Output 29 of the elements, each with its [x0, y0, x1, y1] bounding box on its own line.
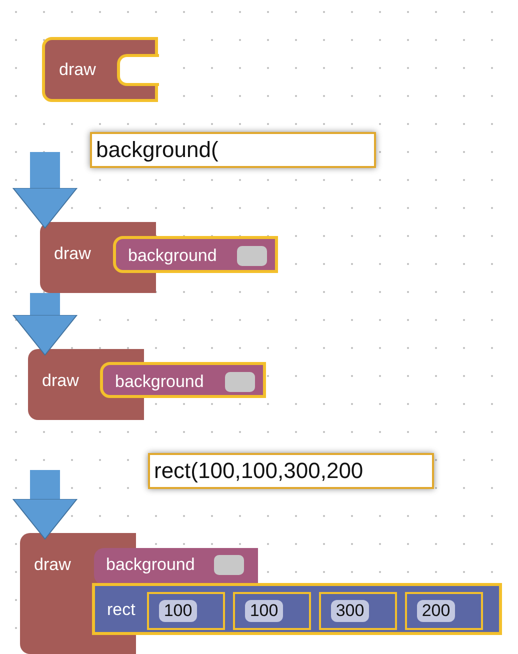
block-label: background	[115, 372, 204, 392]
block-label: draw	[34, 555, 71, 575]
number-value: 300	[331, 600, 369, 622]
text-input-field	[148, 453, 434, 489]
down-arrow	[12, 293, 78, 356]
down-arrow	[12, 152, 78, 228]
block-label: draw	[59, 60, 96, 80]
block-label: draw	[54, 244, 91, 264]
number-value: 100	[245, 600, 283, 622]
number-value: 200	[417, 600, 455, 622]
number-block	[405, 592, 483, 630]
code-block	[42, 37, 158, 102]
block-label: rect	[107, 600, 136, 620]
block-label: background	[106, 555, 195, 575]
block-label: draw	[42, 371, 79, 391]
code-block	[20, 533, 92, 654]
block-label: background	[128, 246, 217, 266]
number-block	[147, 592, 225, 630]
number-value: 100	[159, 600, 197, 622]
input-text: background(	[96, 137, 218, 163]
code-block	[92, 583, 502, 635]
code-block	[100, 362, 266, 398]
number-block	[233, 592, 311, 630]
code-block	[94, 548, 258, 585]
text-input-field	[90, 132, 376, 168]
input-text: rect(100,100,300,200	[154, 458, 364, 484]
number-block	[319, 592, 397, 630]
down-arrow	[12, 470, 78, 540]
code-block	[113, 236, 278, 273]
